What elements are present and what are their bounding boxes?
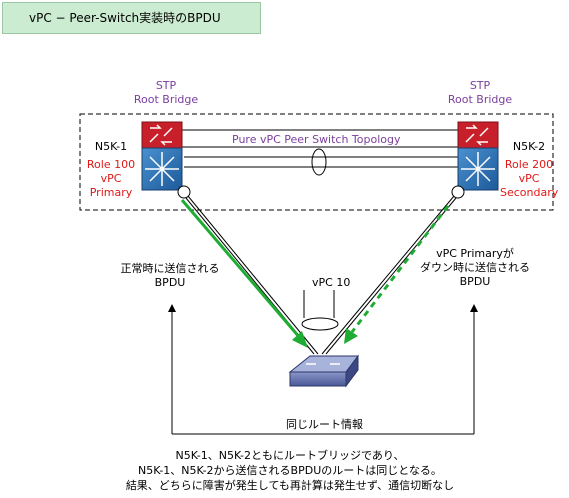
bpdu-failover-line1: vPC Primaryが <box>436 247 514 260</box>
right-switch-labels: N5K-2 Role 200 vPC Secondary <box>500 140 558 200</box>
diagram-title: vPC − Peer-Switch実装時のBPDU <box>2 2 261 34</box>
switch-vpc: vPC <box>100 172 122 185</box>
bpdu-failover-label: vPC Primaryが ダウン時に送信される BPDU <box>400 247 550 289</box>
vpc-domain-box <box>79 113 554 211</box>
bpdu-failover-line3: BPDU <box>459 275 491 288</box>
peer-link-label: Pure vPC Peer Switch Topology <box>232 133 401 146</box>
footer-line2: N5K-1、N5K-2から送信されるBPDUのルートは同じとなる。 <box>138 464 442 477</box>
switch-status: Secondary <box>500 186 559 199</box>
bpdu-normal-line1: 正常時に送信される <box>120 262 220 275</box>
root-bridge-label: Root Bridge <box>447 93 513 106</box>
peer-link <box>170 129 470 176</box>
switch-n5k-2-icon <box>451 121 499 199</box>
stp-root-left: STP Root Bridge <box>128 79 204 107</box>
switch-vpc: vPC <box>518 172 540 185</box>
vpc-10-label: vPC 10 <box>312 276 351 289</box>
stp-root-right: STP Root Bridge <box>442 79 518 107</box>
switch-name: N5K-1 <box>94 140 128 153</box>
footer-line3: 結果、どちらに障害が発生しても再計算は発生せず、通信切断なし <box>125 479 455 492</box>
stp-label: STP <box>155 79 177 92</box>
footer-note: N5K-1、N5K-2ともにルートブリッジであり、 N5K-1、N5K-2から送… <box>80 448 500 493</box>
bpdu-normal-line2: BPDU <box>154 276 186 289</box>
footer-line1: N5K-1、N5K-2ともにルートブリッジであり、 <box>175 449 405 462</box>
root-bridge-label: Root Bridge <box>133 93 199 106</box>
access-switch-icon <box>288 354 359 388</box>
left-switch-labels: N5K-1 Role 100 vPC Primary <box>86 140 136 200</box>
switch-name: N5K-2 <box>512 140 546 153</box>
bpdu-normal-label: 正常時に送信される BPDU <box>100 262 240 290</box>
same-root-label: 同じルート情報 <box>286 418 363 431</box>
bpdu-arrow-failover <box>344 205 450 344</box>
switch-role: Role 200 <box>504 158 554 171</box>
switch-role: Role 100 <box>86 158 136 171</box>
bpdu-loop-arrows <box>168 304 478 435</box>
bpdu-failover-line2: ダウン時に送信される <box>420 261 530 274</box>
bpdu-arrow-normal <box>180 199 308 348</box>
switch-status: Primary <box>89 186 133 199</box>
switch-n5k-1-icon <box>141 121 191 199</box>
stp-label: STP <box>469 79 491 92</box>
